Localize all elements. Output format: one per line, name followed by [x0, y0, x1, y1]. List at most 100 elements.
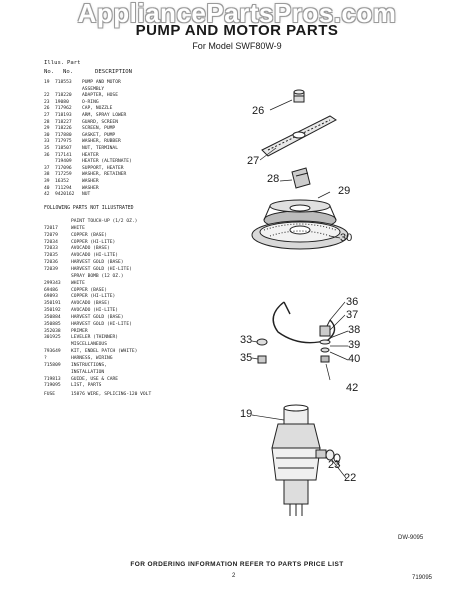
part-illus-no: 42	[44, 192, 50, 198]
part-number: 719409	[55, 159, 72, 165]
extra-part-number: 72079	[44, 232, 58, 238]
part-description: ASSEMBLY	[82, 86, 105, 92]
extra-part-number: 72036	[44, 260, 58, 266]
watermark-text: AppliancePartsPros.com	[77, 0, 397, 28]
extra-description: COPPER (HI-LITE)	[71, 239, 116, 245]
extra-part-number: 72033	[44, 246, 58, 252]
callout-36: 36	[346, 296, 359, 308]
extra-description: COPPER (BASE)	[71, 287, 107, 293]
callout-40: 40	[348, 353, 361, 365]
part-illus-no: 38	[44, 172, 50, 178]
part-illus-no: 28	[44, 119, 50, 125]
part-number: 717096	[55, 165, 72, 171]
extra-description: GUIDE, USE & CARE	[71, 376, 119, 382]
extra-description: WHITE	[71, 225, 85, 231]
part-illus-no: 35	[44, 146, 50, 151]
callout-28: 28	[267, 173, 280, 185]
part-number: 717259	[55, 172, 72, 178]
extra-part-number: 350884	[44, 314, 61, 320]
part-number: 711294	[55, 185, 72, 191]
extra-description: PAINT TOUCH-UP (1/2 OZ.)	[71, 219, 138, 224]
callout-29: 29	[338, 185, 351, 197]
part-description: PUMP AND MOTOR	[82, 80, 121, 85]
extra-part-number: 72034	[44, 239, 58, 245]
fuse-label: FUSE	[44, 392, 56, 397]
part-description: NUT, TERMINAL	[82, 146, 118, 151]
part-description: WASHER	[82, 185, 99, 191]
not-illustrated-row: SPRAY BOMB (12 OZ.)	[44, 274, 124, 280]
extra-part-number: 69486	[44, 287, 58, 293]
extra-part-number: 72017	[44, 225, 58, 231]
diagram-code: DW-9095	[398, 535, 424, 541]
part-illus-no: 26	[44, 106, 50, 112]
extra-part-number: 715809	[44, 362, 61, 368]
extra-part-number: ?	[44, 356, 47, 361]
header-illus: Illus.	[44, 60, 65, 66]
parts-row: ASSEMBLY	[44, 87, 104, 93]
parts-row: 19 718553 PUMP AND MOTOR	[44, 80, 121, 86]
extra-description: WHITE	[71, 280, 85, 286]
fuse-desc: 15876 WIRE, SPLICING-120 VOLT	[71, 392, 152, 397]
part-illus-no: 37	[44, 165, 50, 171]
exploded-parts-diagram	[251, 89, 349, 516]
part-number: 718227	[55, 119, 72, 125]
part-description: HEATER	[82, 152, 99, 158]
extra-description: LEVELER (THINNER)	[71, 335, 119, 341]
part-description: NUT	[82, 192, 91, 198]
part-illus-no: 19	[44, 80, 50, 85]
part-number: 718553	[55, 80, 72, 85]
part-description: CAP, NOZZLE	[82, 106, 113, 112]
part-number: 717141	[55, 152, 72, 158]
part-description: GUARD, SCREEN	[82, 119, 118, 125]
extra-description: HARVEST GOLD (HI-LITE)	[71, 266, 132, 272]
extra-part-number: 350885	[44, 321, 61, 327]
terminal-nut-part	[256, 338, 268, 364]
extra-part-number: 719095	[44, 383, 61, 389]
extra-description: AVOCADO (HI-LITE)	[71, 308, 119, 314]
callout-22: 22	[344, 472, 357, 484]
part-illus-no: 22	[44, 93, 50, 99]
extra-description: COPPER (BASE)	[71, 232, 107, 238]
page-subtitle: For Model SWF80W-9	[192, 41, 282, 51]
callout-38: 38	[348, 324, 361, 336]
part-number: 718220	[55, 93, 72, 99]
not-illustrated-row: 69486 COPPER (BASE)	[44, 288, 107, 294]
callout-37: 37	[346, 309, 359, 321]
header-no-1: No.	[44, 69, 55, 75]
part-number: 717880	[55, 132, 72, 138]
extra-part-number: 350192	[44, 308, 61, 314]
header-description: DESCRIPTION	[95, 69, 133, 75]
part-illus-no: 27	[44, 113, 50, 118]
part-illus-no: 40	[44, 185, 50, 191]
extra-description: KIT, ENDEL PATCH (WHITE)	[71, 349, 138, 355]
part-number: 16352	[55, 179, 69, 184]
header-no-2: No.	[63, 69, 74, 75]
page-number: 2	[232, 573, 236, 579]
not-illustrated-heading: FOLLOWING PARTS NOT ILLUSTRATED	[44, 206, 134, 211]
extra-part-number: 352038	[44, 328, 61, 334]
extra-description: HARVEST GOLD (BASE)	[71, 260, 124, 266]
callout-26: 26	[252, 105, 265, 117]
not-illustrated-row: 350192 AVOCADO (HI-LITE)	[44, 308, 118, 314]
callout-42: 42	[346, 382, 359, 394]
part-description: WASHER, RETAINER	[82, 172, 127, 178]
part-illus-no: 23	[44, 99, 50, 105]
